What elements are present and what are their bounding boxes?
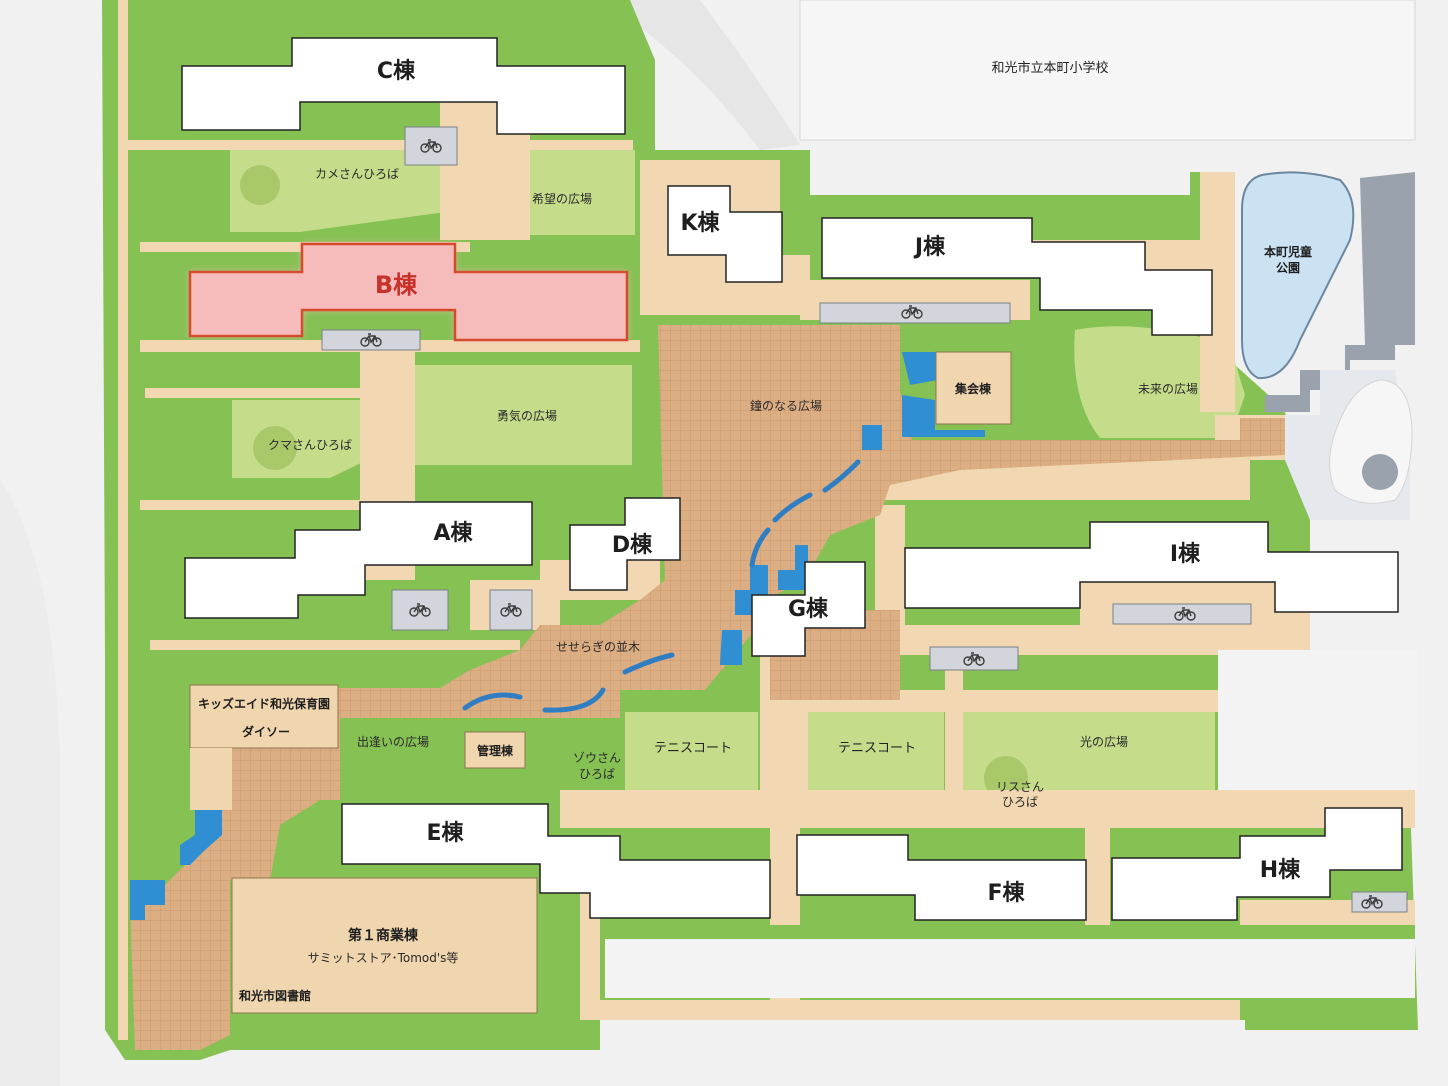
- label-kibou: 希望の広場: [532, 191, 592, 206]
- label-building-b: B棟: [375, 271, 418, 299]
- label-building-a: A棟: [433, 520, 473, 546]
- label-kame: カメさんひろば: [315, 167, 399, 181]
- label-management: 管理棟: [477, 743, 514, 758]
- label-building-j: J棟: [913, 234, 946, 260]
- building-g: [751, 561, 866, 657]
- residential-buildings: [181, 37, 1403, 921]
- label-seseragi: せせらぎの並木: [556, 640, 640, 654]
- label-building-e: E棟: [426, 820, 464, 846]
- label-zou-1: ゾウさん: [573, 751, 621, 765]
- bottom-road-grass: [605, 925, 1415, 939]
- label-commercial: 第１商業棟: [348, 927, 419, 944]
- label-kane: 鐘のなる広場: [750, 398, 822, 413]
- label-building-d: D棟: [612, 532, 653, 558]
- label-building-k: K棟: [680, 210, 720, 236]
- kuma-tree: [253, 426, 297, 470]
- label-nursery: キッズエイド和光保育園: [198, 696, 330, 711]
- label-building-i: I棟: [1170, 541, 1201, 567]
- label-park-1: 本町児童: [1264, 244, 1312, 259]
- label-school: 和光市立本町小学校: [991, 60, 1108, 76]
- label-building-g: G棟: [788, 596, 829, 622]
- label-building-h: H棟: [1260, 857, 1301, 883]
- building-i: [904, 521, 1399, 613]
- facility-labels: 集会棟 管理棟 第１商業棟 サミットストア･Tomod's等 キッズエイド和光保…: [198, 381, 992, 1003]
- label-library: 和光市図書館: [238, 988, 311, 1003]
- label-mirai: 未来の広場: [1138, 382, 1198, 396]
- building-k: [667, 185, 783, 283]
- label-tennis-1: テニスコート: [654, 741, 732, 756]
- gray-building-block: [1265, 172, 1415, 412]
- water-features: [130, 352, 985, 920]
- right-road: [1218, 650, 1418, 790]
- label-zou-2: ひろば: [579, 767, 615, 781]
- roundabout-center: [1362, 454, 1398, 490]
- label-kuma: クマさんひろば: [268, 438, 352, 452]
- building-a: [184, 501, 533, 619]
- main-tiled-plaza: [130, 325, 1285, 1050]
- label-daiso: ダイソー: [242, 724, 290, 739]
- school-area: [799, 0, 1416, 141]
- label-tennis-2: テニスコート: [838, 741, 916, 756]
- bottom-road: [605, 938, 1415, 998]
- label-yuuki: 勇気の広場: [497, 408, 557, 423]
- facility-blocks: [189, 351, 1012, 1014]
- building-d: [569, 497, 681, 591]
- label-commercial-sub: サミットストア･Tomod's等: [308, 951, 459, 965]
- building-labels: C棟 B棟 K棟 J棟 A棟 D棟 G棟 I棟 E棟 F棟 H棟: [375, 58, 1301, 906]
- label-building-c: C棟: [377, 58, 416, 84]
- label-building-f: F棟: [987, 880, 1025, 906]
- label-hikari: 光の広場: [1080, 735, 1128, 749]
- outside-labels: 和光市立本町小学校 本町児童 公園: [991, 60, 1312, 275]
- building-f: [796, 834, 1087, 921]
- motomachi-park: [1241, 171, 1355, 380]
- top-curved-road: [630, 0, 800, 150]
- label-community-hall: 集会棟: [954, 381, 992, 396]
- risu-tree: [984, 756, 1028, 800]
- label-risu-1: リスさん: [996, 780, 1044, 794]
- label-deai: 出逢いの広場: [357, 735, 429, 749]
- place-labels: カメさんひろば 希望の広場 勇気の広場 クマさんひろば 鐘のなる広場 未来の広場…: [268, 167, 1198, 809]
- building-j: [821, 217, 1213, 336]
- building-b[interactable]: [188, 242, 629, 342]
- building-c: [181, 37, 626, 135]
- label-risu-2: ひろば: [1002, 795, 1038, 809]
- kame-tree: [240, 165, 280, 205]
- left-curved-road: [0, 480, 60, 1086]
- building-h: [1111, 807, 1403, 921]
- stream-curve: [462, 459, 861, 713]
- building-e: [341, 803, 771, 919]
- label-park-2: 公園: [1276, 261, 1300, 275]
